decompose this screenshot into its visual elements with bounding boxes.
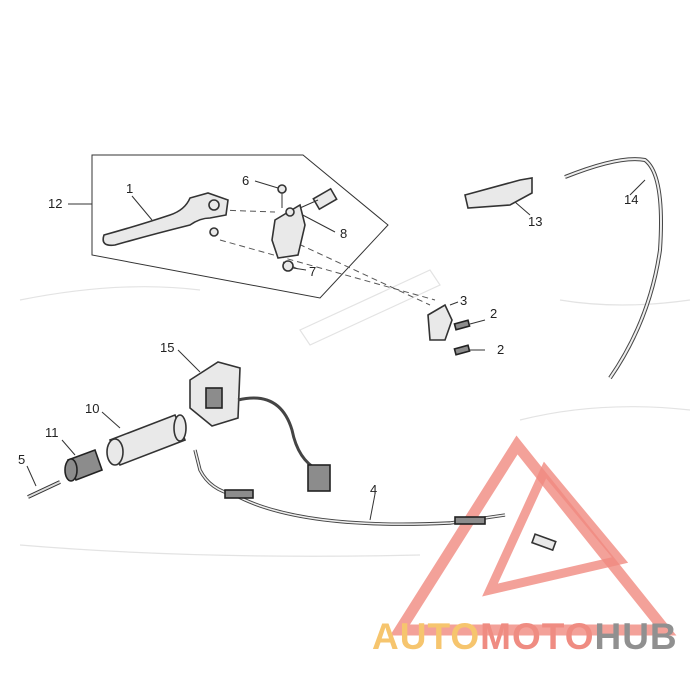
watermark-auto: AUTO: [372, 616, 480, 657]
callout-15: 15: [160, 340, 174, 355]
callout-labels: 1 2 2 3 4 5 6 7 8 10 11 12 13 14 15: [18, 173, 638, 497]
part-cable-14: [564, 157, 663, 380]
part-clutch-lever: [102, 192, 229, 247]
alignment-lines: [219, 209, 436, 306]
part-lever-bracket: [271, 203, 306, 259]
watermark-triangle-outer: [390, 435, 677, 636]
callout-4: 4: [370, 482, 377, 497]
part-clamp-3: [427, 303, 453, 341]
callout-11: 11: [45, 425, 59, 440]
callout-10: 10: [85, 401, 99, 416]
watermark-moto: MOTO: [480, 616, 594, 657]
callout-13: 13: [528, 214, 542, 229]
watermark-text: AUTOMOTOHUB: [372, 616, 678, 657]
callout-8: 8: [340, 226, 347, 241]
callout-1: 1: [126, 181, 133, 196]
part-adjuster-8: [299, 187, 338, 211]
watermark-triangle-inner: [482, 461, 629, 597]
part-screw-2-upper: [453, 319, 471, 331]
callout-14: 14: [624, 192, 638, 207]
callout-7: 7: [309, 264, 316, 279]
part-clutch-cable-4: [193, 449, 557, 552]
watermark-hub: HUB: [594, 616, 677, 657]
callout-2-lower: 2: [497, 342, 504, 357]
callout-3: 3: [460, 293, 467, 308]
part-nut-7: [282, 260, 294, 272]
part-switch-15: [189, 361, 331, 492]
part-cover-13: [464, 177, 533, 209]
callout-12: 12: [48, 196, 62, 211]
callout-5: 5: [18, 452, 25, 467]
part-bolt-5: [27, 480, 61, 499]
lever-assembly-frame: [91, 154, 389, 299]
background-ghost-lines: [19, 269, 691, 557]
part-grip-10: [106, 413, 187, 467]
watermark: AUTOMOTOHUB: [372, 435, 678, 657]
part-screw-2-lower: [453, 344, 471, 356]
callout-2-upper: 2: [490, 306, 497, 321]
part-bar-end-11: [64, 448, 104, 482]
callout-6: 6: [242, 173, 249, 188]
part-screw-6: [277, 184, 287, 208]
